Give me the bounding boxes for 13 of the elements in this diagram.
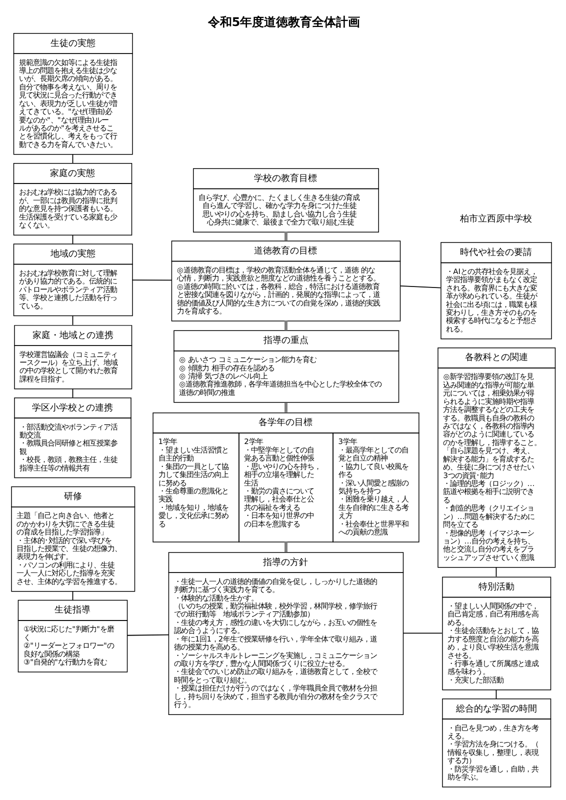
connector: [284, 402, 288, 412]
connector: [284, 541, 288, 552]
connector: [400, 284, 442, 288]
connector: [496, 688, 497, 699]
connector: [72, 314, 74, 325]
connector: [496, 566, 497, 577]
connector: [284, 231, 288, 240]
connector: [132, 279, 172, 280]
connector: [127, 634, 170, 636]
connector: [402, 632, 442, 634]
diagram-title: 令和5年度道徳教育全体計画: [208, 14, 360, 28]
label: 柏市立西原中学校: [460, 214, 532, 224]
connector: [284, 320, 288, 330]
